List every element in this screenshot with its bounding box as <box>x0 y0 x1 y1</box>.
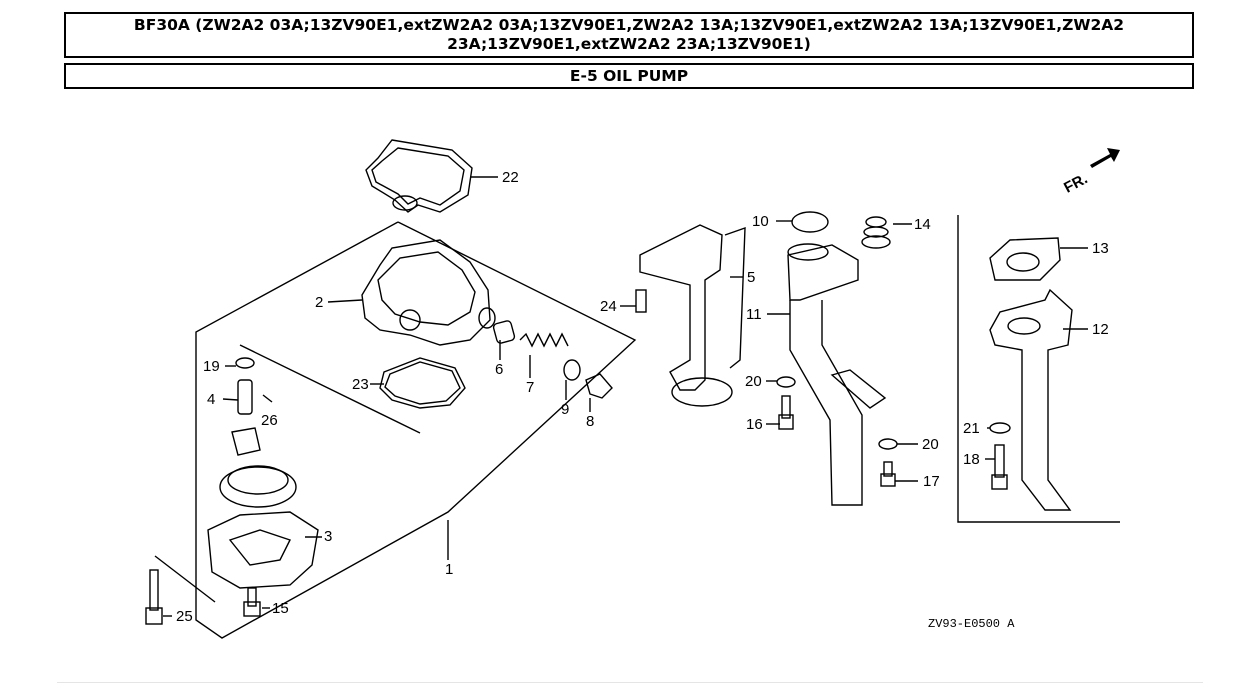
callout-19: 19 <box>203 358 220 375</box>
footer-divider <box>57 682 1203 683</box>
collar-6 <box>492 320 516 344</box>
callout-4: 4 <box>207 391 215 408</box>
front-direction-arrow-icon: FR. <box>1061 148 1120 197</box>
callout-22: 22 <box>502 169 519 186</box>
washer-9 <box>563 359 581 381</box>
callout-3: 3 <box>324 528 332 545</box>
callout-20a: 20 <box>745 373 762 390</box>
gasket-23 <box>379 357 466 409</box>
inset-frame <box>957 215 1120 523</box>
drawing-code: ZV93-E0500 A <box>928 617 1015 631</box>
callout-9: 9 <box>561 401 569 418</box>
section-title: E-5 OIL PUMP <box>64 63 1194 89</box>
callout-24: 24 <box>600 298 617 315</box>
callout-25: 25 <box>176 608 193 625</box>
callout-23: 23 <box>352 376 369 393</box>
bolt-25 <box>149 569 159 611</box>
pipe-11-flange <box>787 244 859 301</box>
washer-21 <box>989 422 1011 434</box>
direction-label: FR. <box>1061 170 1090 196</box>
outer-rotor <box>219 466 297 508</box>
strainer-5 <box>639 224 723 391</box>
callout-7: 7 <box>526 379 534 396</box>
callout-5: 5 <box>747 269 755 286</box>
parts-diagram: FR. 1 2 3 4 5 6 7 8 9 10 11 12 13 14 15 … <box>145 139 1120 639</box>
callout-16: 16 <box>746 416 763 433</box>
callout-6: 6 <box>495 361 503 378</box>
callout-8: 8 <box>586 413 594 430</box>
callout-12: 12 <box>1092 321 1109 338</box>
callout-21: 21 <box>963 420 980 437</box>
inner-rotor <box>231 427 261 456</box>
bolt-17 <box>883 461 893 477</box>
pipe-11 <box>789 300 863 506</box>
callout-11: 11 <box>746 306 762 323</box>
gasket-13 <box>989 237 1061 281</box>
pipe-12 <box>989 288 1073 511</box>
plug-8 <box>585 373 613 399</box>
callout-15: 15 <box>272 600 289 617</box>
callout-2: 2 <box>315 294 323 311</box>
spring-14 <box>861 216 891 249</box>
callout-10: 10 <box>752 213 769 230</box>
shaft-4 <box>237 379 253 415</box>
o-ring-10 <box>791 211 829 233</box>
assembly-frame <box>195 221 637 639</box>
spring-7 <box>519 332 569 348</box>
callout-18: 18 <box>963 451 980 468</box>
model-title: BF30A (ZW2A2 03A;13ZV90E1,extZW2A2 03A;1… <box>64 12 1194 58</box>
callout-13: 13 <box>1092 240 1109 257</box>
washer-19 <box>235 357 255 369</box>
callout-17: 17 <box>923 473 940 490</box>
callout-labels: 1 2 3 4 5 6 7 8 9 10 11 12 13 14 15 16 1… <box>176 169 1109 625</box>
bolt-15 <box>247 587 257 607</box>
pump-cover-3 <box>207 511 319 589</box>
pump-body-2 <box>361 239 491 346</box>
callout-1: 1 <box>445 561 453 578</box>
washer-20b <box>878 438 898 450</box>
callout-20b: 20 <box>922 436 939 453</box>
callout-26: 26 <box>261 412 278 429</box>
bolt-16 <box>781 395 791 419</box>
callout-14: 14 <box>914 216 931 233</box>
pin-26 <box>262 394 273 403</box>
bolt-24 <box>635 289 647 313</box>
washer-20a <box>776 376 796 388</box>
bolt-18 <box>994 444 1005 478</box>
